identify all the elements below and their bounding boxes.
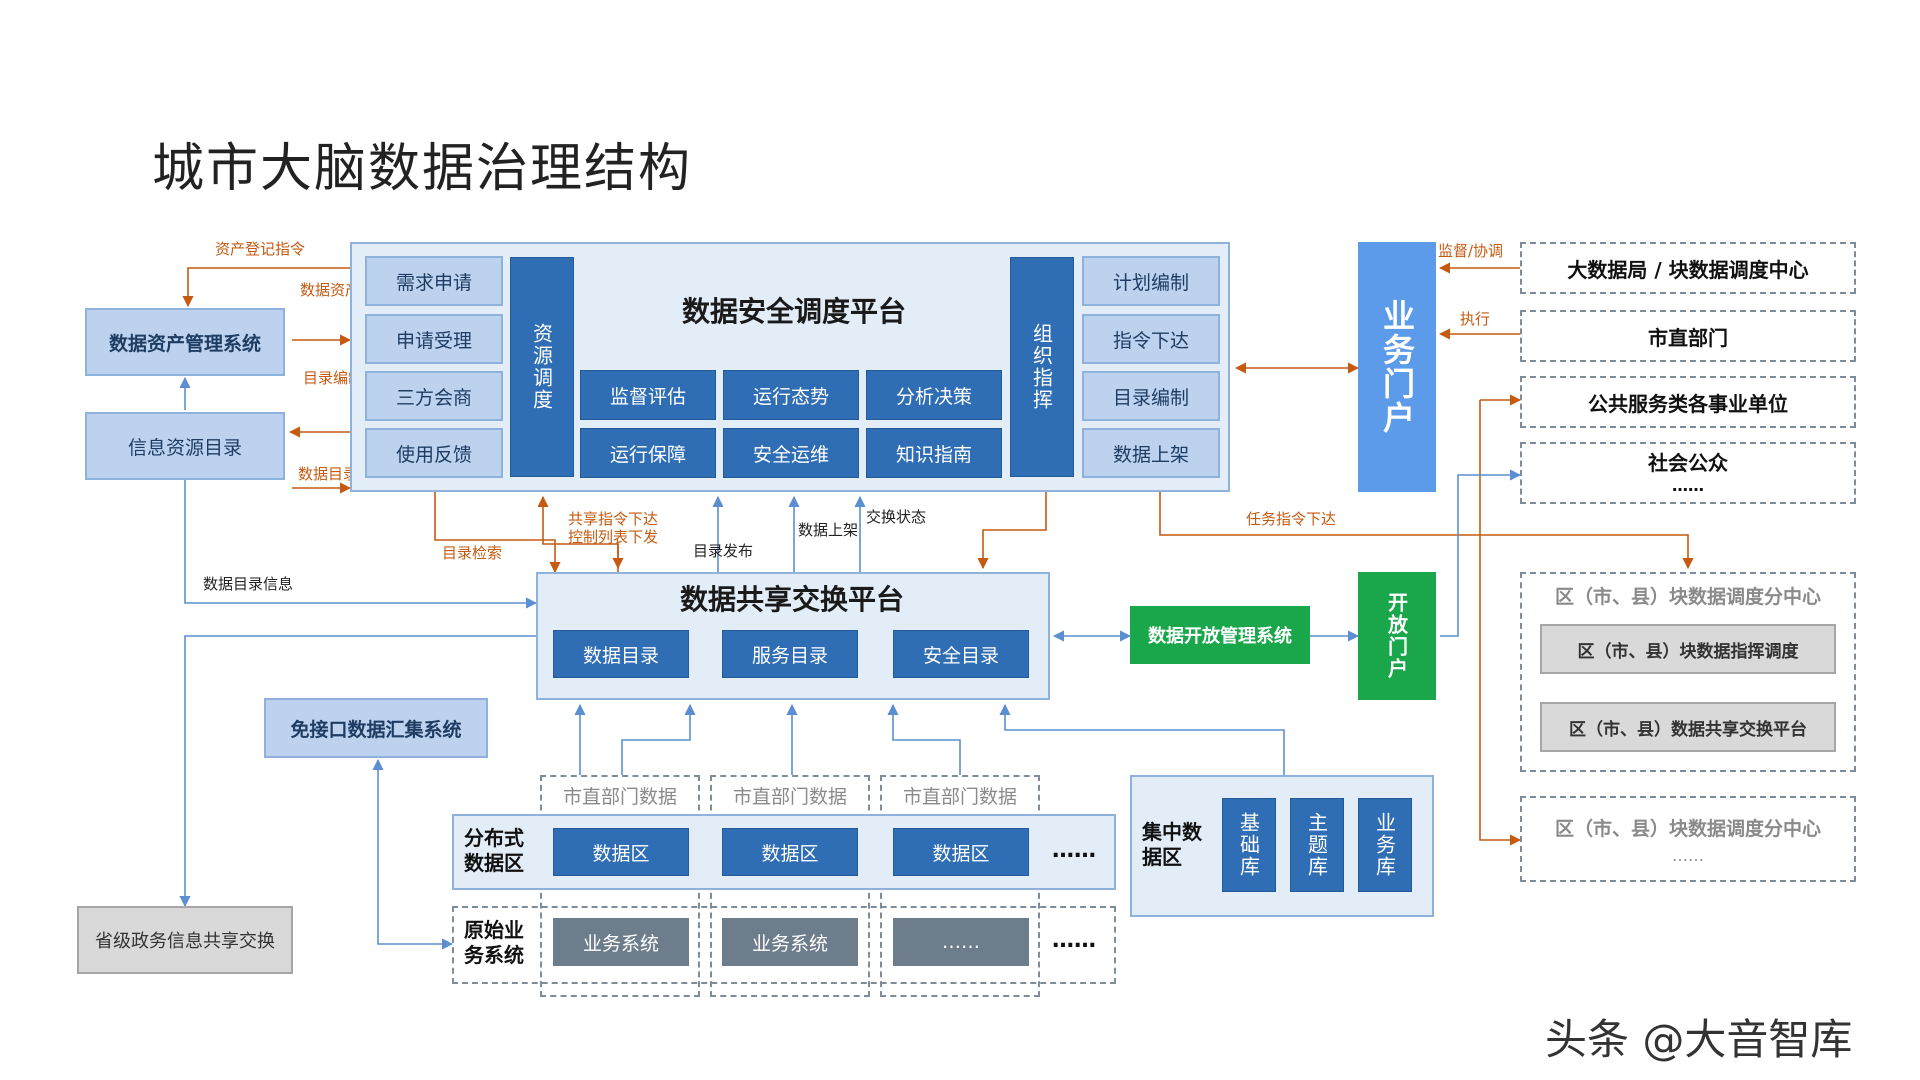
business-portal: 业务门户 <box>1358 242 1436 492</box>
platform-item-run-status: 运行态势 <box>723 370 859 420</box>
district-share-platform: 区（市、县）数据共享交换平台 <box>1540 702 1836 752</box>
open-portal-label: 开放门户 <box>1384 592 1409 680</box>
central-zone-label: 集中数据区 <box>1142 820 1202 869</box>
orange-connectors <box>182 262 1694 846</box>
db-basic-label: 基础库 <box>1236 812 1261 878</box>
info-resource-catalog: 信息资源目录 <box>85 412 285 480</box>
data-zone-3: 数据区 <box>893 828 1029 876</box>
city-dept-data-label-2: 市直部门数据 <box>732 786 847 808</box>
platform-item-plan: 计划编制 <box>1082 256 1220 306</box>
platform-item-catalog-compile: 目录编制 <box>1082 371 1220 421</box>
page-title: 城市大脑数据治理结构 <box>152 139 693 199</box>
city-departments: 市直部门 <box>1520 310 1856 362</box>
platform-item-tripartite: 三方会商 <box>365 371 503 421</box>
share-platform-title: 数据共享交换平台 <box>680 583 905 616</box>
label-share-cmd: 共享指令下达 <box>568 510 659 528</box>
watermark: 头条 @大音智库 <box>1545 1015 1853 1064</box>
label-catalog-compile-cmd: 目录编制指令 <box>303 369 394 387</box>
data-open-management-system: 数据开放管理系统 <box>1130 606 1310 664</box>
public-box <box>1520 442 1856 504</box>
public-service-units: 公共服务类各事业单位 <box>1520 376 1856 428</box>
open-portal: 开放门户 <box>1358 572 1436 700</box>
resource-dispatch-label: 资源调度 <box>529 323 554 411</box>
label-data-shelf: 数据上架 <box>798 521 859 539</box>
db-basic: 基础库 <box>1222 798 1276 892</box>
db-theme-label: 主题库 <box>1304 812 1329 878</box>
platform-item-security-ops: 安全运维 <box>723 428 859 478</box>
label-supervise: 监督/协调 <box>1438 242 1504 260</box>
platform-item-knowledge: 知识指南 <box>866 428 1002 478</box>
platform-item-supervise-eval: 监督评估 <box>580 370 716 420</box>
data-zone-1: 数据区 <box>553 828 689 876</box>
business-system-more: …… <box>893 918 1029 966</box>
data-zone-ellipsis: …… <box>1052 838 1096 863</box>
platform-item-feedback: 使用反馈 <box>365 428 503 478</box>
city-dept-data-label-1: 市直部门数据 <box>562 786 677 808</box>
platform-item-data-shelf: 数据上架 <box>1082 428 1220 478</box>
data-zone-2: 数据区 <box>722 828 858 876</box>
district-center-2-title: 区（市、县）块数据调度分中心 <box>1554 818 1821 840</box>
label-data-asset-register: 数据资产登记 <box>300 281 391 299</box>
org-command-label: 组织指挥 <box>1029 323 1054 411</box>
label-task-cmd: 任务指令下达 <box>1246 510 1337 528</box>
label-control-list: 控制列表下发 <box>568 528 659 546</box>
blue-connectors <box>179 376 1694 950</box>
platform-item-analysis: 分析决策 <box>866 370 1002 420</box>
platform-item-command: 指令下达 <box>1082 314 1220 364</box>
interface-free-collection-system: 免接口数据汇集系统 <box>264 698 488 758</box>
label-catalog-search: 目录检索 <box>442 544 503 562</box>
db-theme: 主题库 <box>1290 798 1344 892</box>
org-command: 组织指挥 <box>1010 257 1074 477</box>
share-item-security-catalog: 安全目录 <box>893 630 1029 678</box>
public-more: …… <box>1672 475 1704 495</box>
share-item-service-catalog: 服务目录 <box>722 630 858 678</box>
district-center-2-more: …… <box>1672 846 1704 865</box>
district-command: 区（市、县）块数据指挥调度 <box>1540 624 1836 674</box>
business-system-2: 业务系统 <box>722 918 858 966</box>
label-catalog-publish: 目录发布 <box>693 542 754 560</box>
db-business-label: 业务库 <box>1372 812 1397 878</box>
label-execute: 执行 <box>1460 310 1491 328</box>
original-business-systems <box>452 906 1116 984</box>
district-center-2 <box>1520 796 1856 882</box>
platform-item-apply-accept: 申请受理 <box>365 314 503 364</box>
label-data-catalog-info: 数据目录信息 <box>203 575 294 593</box>
label-exchange-status: 交换状态 <box>866 508 927 526</box>
security-platform-title: 数据安全调度平台 <box>682 295 907 328</box>
original-systems-label: 原始业务系统 <box>464 918 524 967</box>
province-exchange: 省级政务信息共享交换 <box>77 906 293 974</box>
business-system-1: 业务系统 <box>553 918 689 966</box>
db-business: 业务库 <box>1358 798 1412 892</box>
resource-dispatch: 资源调度 <box>510 257 574 477</box>
label-data-catalog-compile: 数据目录编制 <box>298 465 389 483</box>
big-data-bureau: 大数据局 / 块数据调度中心 <box>1520 242 1856 294</box>
label-asset-register-cmd: 资产登记指令 <box>215 240 306 258</box>
platform-item-demand-apply: 需求申请 <box>365 256 503 306</box>
business-portal-label: 业务门户 <box>1378 299 1416 435</box>
business-system-ellipsis: …… <box>1052 928 1096 953</box>
asset-management-system: 数据资产管理系统 <box>85 308 285 376</box>
platform-item-run-guarantee: 运行保障 <box>580 428 716 478</box>
distributed-zone-label: 分布式数据区 <box>464 826 524 875</box>
city-dept-data-label-3: 市直部门数据 <box>902 786 1017 808</box>
district-center-1-title: 区（市、县）块数据调度分中心 <box>1554 586 1821 608</box>
share-item-data-catalog: 数据目录 <box>553 630 689 678</box>
public-label: 社会公众 <box>1648 450 1728 475</box>
